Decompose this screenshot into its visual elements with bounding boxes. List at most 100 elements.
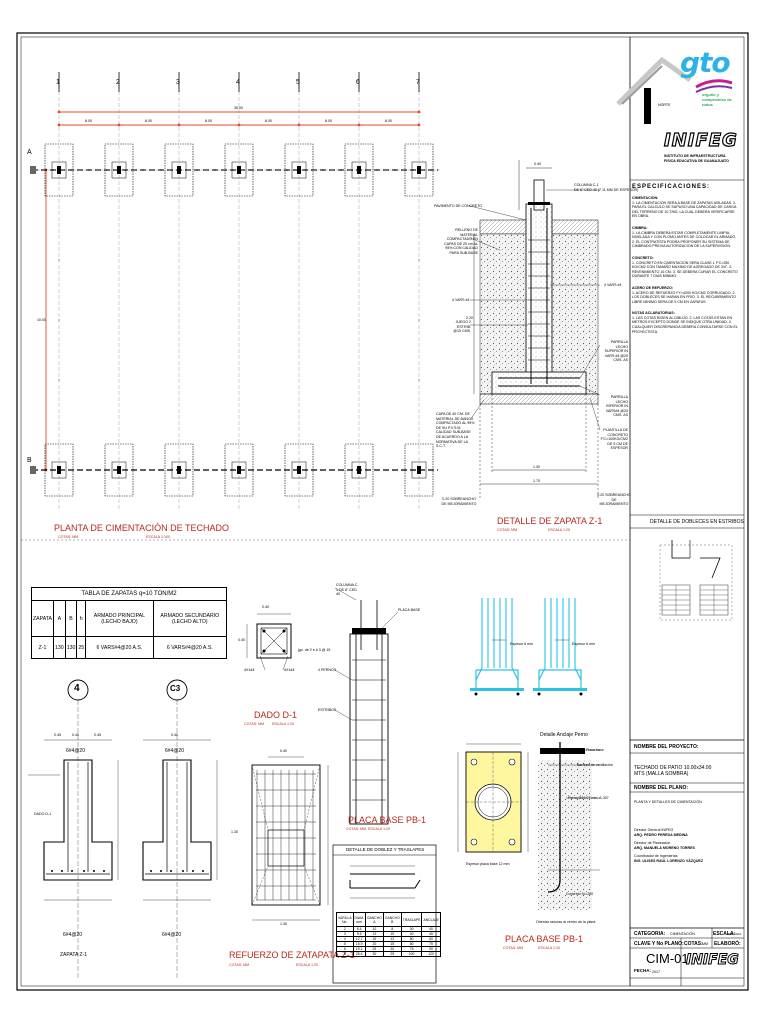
person-role: Director General INIFEG bbox=[634, 828, 674, 832]
table-cell: 25.4 bbox=[352, 951, 366, 957]
table-cell: 130 bbox=[53, 636, 66, 659]
axis-label-b: B bbox=[27, 457, 32, 464]
date-value: 2017 bbox=[652, 970, 660, 974]
person-role: Director de Planeación bbox=[634, 841, 671, 846]
dim-bay: 6.00 bbox=[385, 119, 392, 123]
spec-title: NOTAS ACLARATORIAS: bbox=[632, 311, 675, 316]
date-label: FECHA: bbox=[634, 968, 651, 973]
placa-plan-label: Orientar ranuras al centro de la placa bbox=[536, 920, 596, 924]
table-cell: 120 bbox=[421, 951, 441, 957]
elaboro-label: ELABORÓ: bbox=[714, 941, 741, 947]
plan-scale: ESCALA 1:100 bbox=[146, 535, 170, 539]
spec-title: ACERO DE REFUERZO: bbox=[632, 285, 673, 290]
dado-scale: ESCALA 1:20 bbox=[272, 722, 294, 726]
table-cell: 8 bbox=[336, 951, 354, 957]
spec-text: 1. ACERO DE REFUERZO FY=4200 KG/CM2 CORR… bbox=[632, 290, 737, 304]
section-axis-c3: C3 bbox=[170, 684, 181, 693]
section-axis-4: 4 bbox=[74, 683, 80, 694]
person-role: Coordinador de Ingenierías bbox=[634, 854, 678, 859]
category-label: CATEGORIA: bbox=[634, 931, 666, 937]
institute-logo: INIFEG bbox=[663, 129, 738, 151]
dim-bay: 6.00 bbox=[325, 119, 332, 123]
col-header: ZAPATA bbox=[30, 600, 55, 637]
col-header: DIAM. mm bbox=[352, 912, 366, 927]
placa-plan-label: Concreto f'c=250 bbox=[566, 892, 594, 896]
gto-logo bbox=[616, 56, 692, 124]
table-cell: 25 bbox=[382, 951, 402, 957]
detail-title: DETALLE DE ZAPATA Z-1 bbox=[497, 516, 603, 526]
project-name: TECHADO DE PATIO 10.00x34.00 MTS (MALLA … bbox=[634, 765, 712, 777]
table-cell: 30 bbox=[364, 951, 384, 957]
cotas-label: COTAS: bbox=[684, 941, 703, 947]
dado-stirrup: jgo. de 2 e # 3 @ 15 bbox=[298, 648, 331, 652]
label-fill: RELLENO DE MATERIAL COMPACTADO EN CAPAS … bbox=[444, 228, 478, 255]
label-grid-lower: PARRILLA LECHO INFERIOR IN VARS#4 @20 CM… bbox=[605, 395, 628, 418]
label-pavement: PAVIMENTO DE CONCRETO bbox=[434, 204, 483, 208]
person-name: ARQ. PEDRO PEREDA MEDINA bbox=[634, 832, 688, 837]
dado-note: COTAS: MM bbox=[244, 722, 265, 726]
col-header: TRASLAPE bbox=[400, 912, 423, 927]
table-cell: 130 bbox=[64, 636, 78, 659]
section-dim: 0.40 bbox=[72, 733, 79, 737]
spec-section: ACERO DE REFUERZO: 1. ACERO DE REFUERZO … bbox=[632, 286, 740, 304]
refuerzo-dim-side: 1.30 bbox=[231, 830, 238, 834]
refuerzo-dim-bottom: 1.30 bbox=[280, 922, 287, 926]
col-header: B bbox=[64, 600, 78, 637]
table-cell: 25 bbox=[76, 636, 87, 659]
north-label: NORTE bbox=[658, 103, 671, 107]
placa-label: PLACA BASE bbox=[398, 608, 421, 612]
placa-plan-label: Perno Ø19.07 mm. A-307 bbox=[568, 796, 609, 800]
table-cell: 6 VARS#4@20 A.S. bbox=[152, 636, 228, 659]
specs-body: CIMENTACION: 1. LA CIMENTACION SERA A BA… bbox=[632, 196, 740, 512]
axis-label-2: 2 bbox=[116, 79, 120, 86]
dobles-table: VARILLA No. DIAM. mm GANCHO A GANCHO B T… bbox=[336, 912, 441, 957]
placa-label: 4 PERNOS bbox=[318, 668, 337, 672]
label-base-fill: CAPA DE 40 CM. DE MATERIAL DE BANCO COMP… bbox=[436, 412, 475, 449]
institute-line1: INSTITUTO DE INFRAESTRUCTURA bbox=[664, 154, 726, 158]
refuerzo-dim-top: 0.40 bbox=[280, 749, 287, 753]
stirrups-title: DETALLE DE DOBLECES EN ESTRIBOS bbox=[650, 519, 744, 525]
placa-plan-label: Espesor placa base 12 mm bbox=[466, 862, 510, 866]
axis-label-a: A bbox=[27, 149, 32, 156]
anchor-thickness: Espesor 6 mm bbox=[510, 642, 534, 646]
placa-plan-note: COTAS: MM bbox=[503, 946, 524, 950]
anchor-title: Detalle Anclaje Perno bbox=[540, 732, 588, 738]
refuerzo-note: COTAS: MM bbox=[229, 963, 250, 967]
table-row: 8 25.4 30 25 100 120 bbox=[336, 951, 441, 957]
section-bot-bars: 6#4@20 bbox=[162, 932, 181, 938]
section-dim: 0.45 bbox=[54, 733, 61, 737]
label-over-left: 0.20 SOBREANCHO DE MEJORAMIENTO bbox=[441, 497, 477, 506]
placa-plan-title: PLACA BASE PB-1 bbox=[505, 934, 584, 944]
zapatas-table: TABLA DE ZAPATAS q=10 TON/M2 ZAPATA A B … bbox=[30, 587, 228, 659]
scale-label: ESCALA: bbox=[713, 931, 736, 937]
refuerzo-scale: ESCALA 1:20 bbox=[296, 963, 318, 967]
spec-text: 1. LA CIMBRA DEBERA ESTAR COMPLETAMENTE … bbox=[632, 230, 737, 249]
brand-swoosh-icon bbox=[695, 79, 733, 93]
axis-label-1: 1 bbox=[56, 79, 60, 86]
table-cell: Z-1 bbox=[30, 636, 55, 659]
dim-top: 0.40 bbox=[534, 162, 541, 166]
table-row: Z-1 130 130 25 6 VARS#4@20 A.S. 6 VARS#4… bbox=[30, 636, 228, 659]
institute-line2: FISICA EDUCATIVA DE GUANAJUATO bbox=[664, 159, 729, 163]
table-cell: 6 VARS#4@20 A.S. bbox=[85, 636, 154, 659]
label-column: COLUMNA C-1 bbox=[574, 183, 599, 187]
section-top-bars: 6#4@20 bbox=[165, 748, 184, 754]
label-template: PLANTILLA DE CONCRETO F'C=100KG/CM2 DE 5… bbox=[600, 428, 628, 451]
col-header: h bbox=[76, 600, 87, 637]
people-list: Director General INIFEG ARQ. PEDRO PERED… bbox=[634, 828, 742, 864]
dim-total: 1.70 bbox=[533, 479, 540, 483]
refuerzo-title: REFUERZO DE ZATAPATA Z-1 bbox=[229, 950, 355, 960]
spec-title: CIMENTACION: bbox=[632, 196, 659, 200]
titleblock-logo: INIFEG bbox=[686, 952, 740, 969]
cotas-value: MM bbox=[702, 942, 708, 946]
dim-bay: 6.00 bbox=[265, 119, 272, 123]
plan-label: NOMBRE DEL PLANO: bbox=[634, 785, 689, 791]
dado-left-bars: 4X1#4 bbox=[244, 668, 255, 672]
col-header: GANCHO A bbox=[364, 912, 384, 927]
col-header: ARMADO SECUNDARIO (LECHO ALTO) bbox=[152, 600, 228, 637]
brand-wordmark: gto bbox=[680, 46, 731, 79]
section-dado-label: DADO D-1 bbox=[34, 812, 52, 816]
dim-base: 1.30 bbox=[533, 465, 540, 469]
dado-dim-top: 0.40 bbox=[262, 605, 269, 609]
